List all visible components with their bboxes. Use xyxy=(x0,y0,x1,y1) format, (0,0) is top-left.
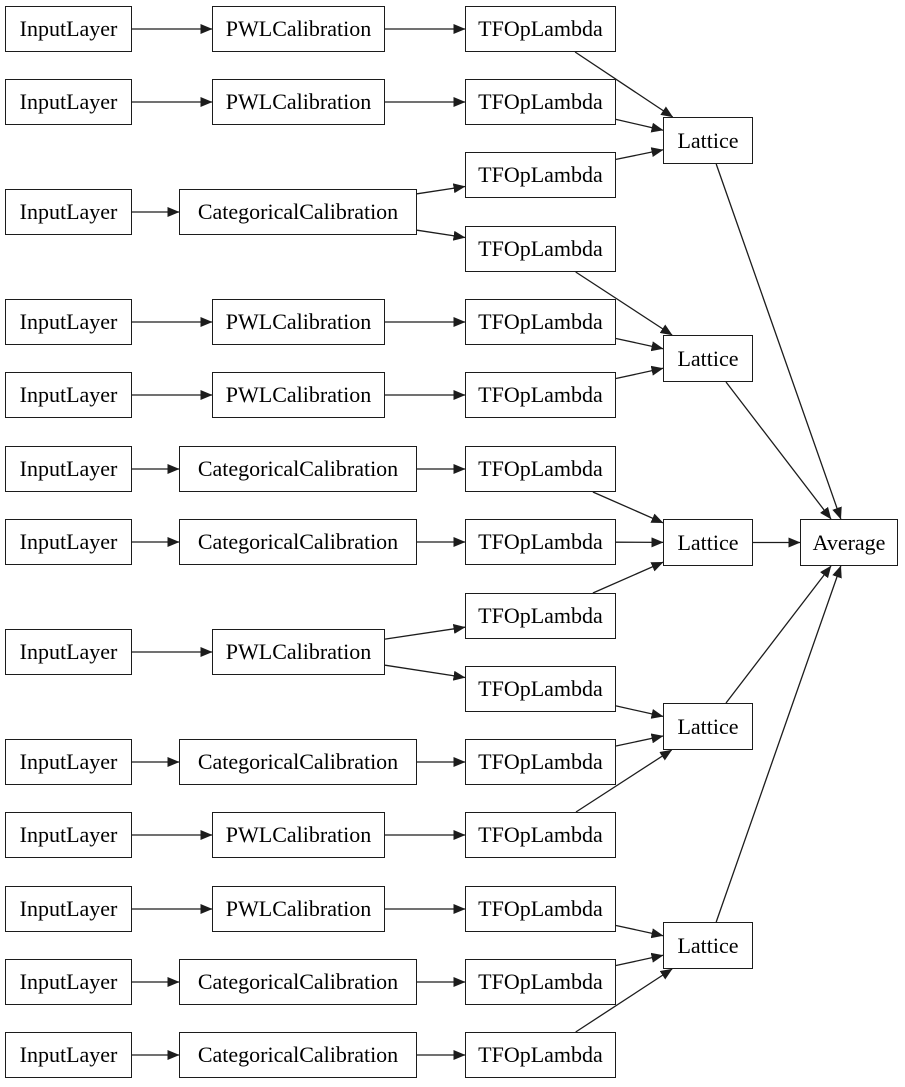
node-tfop-15: TFOpLambda xyxy=(465,1032,616,1078)
node-pwl-4: PWLCalibration xyxy=(212,372,385,418)
edge-tfop-4-to-lattice-2 xyxy=(575,271,673,336)
node-pwl-7: PWLCalibration xyxy=(212,886,385,932)
node-tfop-2: TFOpLambda xyxy=(465,79,616,125)
node-input-8: InputLayer xyxy=(5,629,132,675)
node-tfop-1: TFOpLambda xyxy=(465,6,616,52)
node-tfop-13: TFOpLambda xyxy=(465,886,616,932)
edge-tfop-13-to-lattice-5 xyxy=(615,924,664,939)
node-cat-3: CategoricalCalibration xyxy=(179,519,417,565)
node-tfop-3: TFOpLambda xyxy=(465,152,616,198)
node-lattice-1: Lattice xyxy=(663,117,753,164)
node-input-9: InputLayer xyxy=(5,739,132,785)
edge-cat-1-to-tfop-4 xyxy=(416,229,466,241)
node-input-4: InputLayer xyxy=(5,299,132,345)
node-lattice-5: Lattice xyxy=(663,922,753,969)
node-input-11: InputLayer xyxy=(5,886,132,932)
edge-lattice-4-to-average xyxy=(725,565,832,704)
node-cat-2: CategoricalCalibration xyxy=(179,446,417,492)
node-input-6: InputLayer xyxy=(5,446,132,492)
node-tfop-11: TFOpLambda xyxy=(465,739,616,785)
node-lattice-4: Lattice xyxy=(663,703,753,750)
node-input-1: InputLayer xyxy=(5,6,132,52)
node-input-7: InputLayer xyxy=(5,519,132,565)
node-pwl-1: PWLCalibration xyxy=(212,6,385,52)
edge-cat-1-to-tfop-3 xyxy=(416,183,466,195)
edge-lattice-5-to-average xyxy=(715,565,842,923)
node-pwl-2: PWLCalibration xyxy=(212,79,385,125)
node-input-3: InputLayer xyxy=(5,189,132,235)
edge-tfop-1-to-lattice-1 xyxy=(574,51,674,118)
edge-tfop-2-to-lattice-1 xyxy=(615,118,664,133)
node-lattice-3: Lattice xyxy=(663,519,753,566)
node-input-13: InputLayer xyxy=(5,1032,132,1078)
edge-tfop-15-to-lattice-5 xyxy=(575,968,673,1033)
node-tfop-5: TFOpLambda xyxy=(465,299,616,345)
node-average: Average xyxy=(800,519,898,566)
edge-tfop-12-to-lattice-4 xyxy=(575,749,673,813)
node-tfop-6: TFOpLambda xyxy=(465,372,616,418)
node-tfop-9: TFOpLambda xyxy=(465,593,616,639)
node-tfop-8: TFOpLambda xyxy=(465,519,616,565)
node-tfop-12: TFOpLambda xyxy=(465,812,616,858)
node-input-5: InputLayer xyxy=(5,372,132,418)
node-pwl-5: PWLCalibration xyxy=(212,629,385,675)
edge-lattice-2-to-average xyxy=(725,381,832,520)
node-pwl-6: PWLCalibration xyxy=(212,812,385,858)
edge-pwl-5-to-tfop-10 xyxy=(384,664,466,681)
node-input-2: InputLayer xyxy=(5,79,132,125)
edge-tfop-3-to-lattice-1 xyxy=(615,147,664,161)
node-tfop-4: TFOpLambda xyxy=(465,226,616,272)
edge-tfop-11-to-lattice-4 xyxy=(615,733,664,747)
edge-lattice-1-to-average xyxy=(715,163,842,520)
edge-tfop-10-to-lattice-4 xyxy=(615,705,664,719)
edge-pwl-5-to-tfop-9 xyxy=(384,623,466,640)
node-tfop-7: TFOpLambda xyxy=(465,446,616,492)
edge-tfop-6-to-lattice-2 xyxy=(615,365,664,380)
node-input-10: InputLayer xyxy=(5,812,132,858)
edge-tfop-5-to-lattice-2 xyxy=(615,337,664,352)
edge-tfop-9-to-lattice-3 xyxy=(592,561,664,594)
node-tfop-14: TFOpLambda xyxy=(465,959,616,1005)
edge-tfop-7-to-lattice-3 xyxy=(592,491,664,524)
node-cat-4: CategoricalCalibration xyxy=(179,739,417,785)
node-input-12: InputLayer xyxy=(5,959,132,1005)
node-tfop-10: TFOpLambda xyxy=(465,666,616,712)
node-cat-5: CategoricalCalibration xyxy=(179,959,417,1005)
node-cat-6: CategoricalCalibration xyxy=(179,1032,417,1078)
edges-group xyxy=(132,24,842,1060)
node-cat-1: CategoricalCalibration xyxy=(179,189,417,235)
node-lattice-2: Lattice xyxy=(663,335,753,382)
node-pwl-3: PWLCalibration xyxy=(212,299,385,345)
edge-tfop-14-to-lattice-5 xyxy=(615,952,664,967)
